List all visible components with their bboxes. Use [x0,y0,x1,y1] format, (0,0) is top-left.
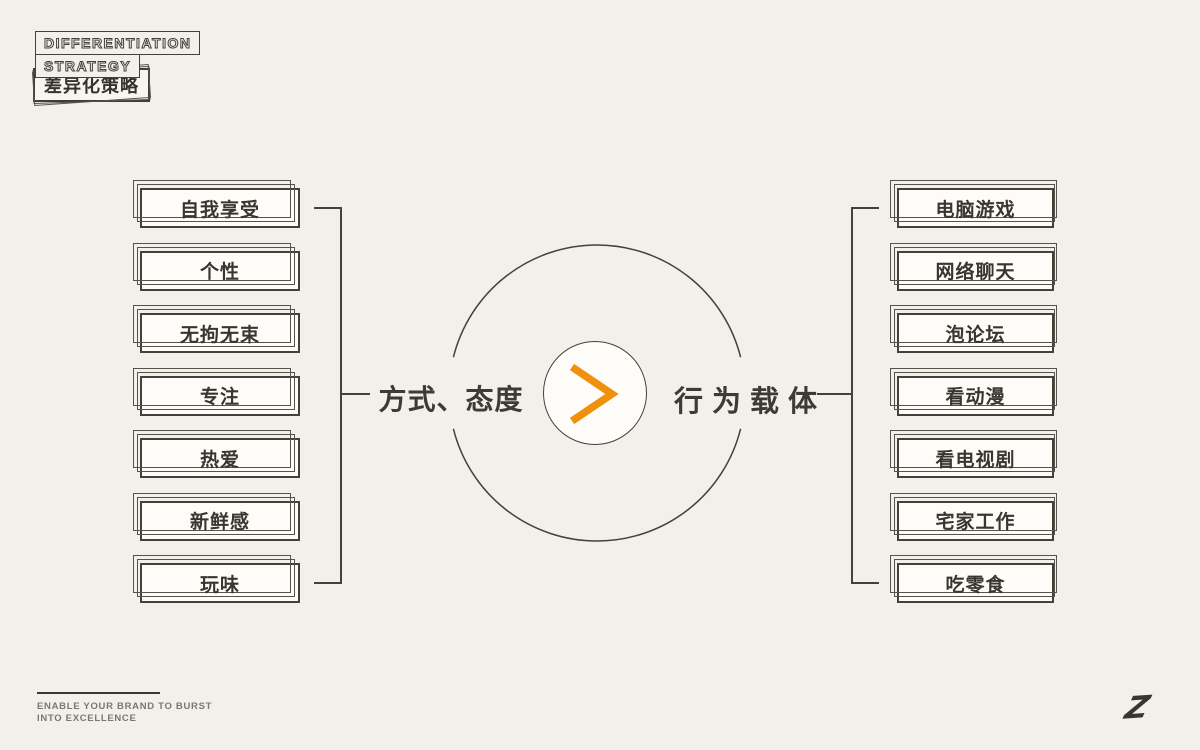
footer-tagline-line1: ENABLE YOUR BRAND TO BURST [37,701,213,712]
right-group-label: 行为载体 [674,386,827,418]
right-item-card: 电脑游戏 [890,180,1057,228]
right-item-card: 看电视剧 [890,430,1057,478]
left-item-card: 专注 [133,367,300,416]
header-title-line2: STRATEGY [35,54,141,78]
header-title-line1: DIFFERENTIATION [35,31,201,55]
left-item-card: 热爱 [133,430,300,478]
right-item-card: 泡论坛 [890,305,1057,353]
center-circle [543,341,647,445]
left-group-label: 方式、态度 [378,384,524,415]
right-item-card: 看动漫 [890,367,1057,416]
left-items-column: 自我享受 个性 无拘无束 专注 热爱 新鲜感 玩味 [133,180,300,626]
big-circle-bottom-arc [452,428,742,542]
greater-than-chevron-icon [569,363,619,425]
left-item-card: 玩味 [133,555,300,603]
footer-tagline-line2: INTO EXCELLENCE [37,713,137,724]
right-bracket [851,207,879,584]
left-bracket [314,207,342,584]
footer-rule [37,692,160,694]
right-item-card: 吃零食 [890,555,1057,603]
big-circle-top-arc [452,244,742,358]
left-item-card: 自我享受 [133,180,300,228]
left-item-card: 新鲜感 [133,492,300,541]
left-item-card: 个性 [133,242,300,291]
left-item-card: 无拘无束 [133,305,300,353]
right-items-column: 电脑游戏 网络聊天 泡论坛 看动漫 看电视剧 宅家工作 吃零食 [890,180,1057,626]
right-item-card: 网络聊天 [890,242,1057,291]
right-item-card: 宅家工作 [890,492,1057,541]
